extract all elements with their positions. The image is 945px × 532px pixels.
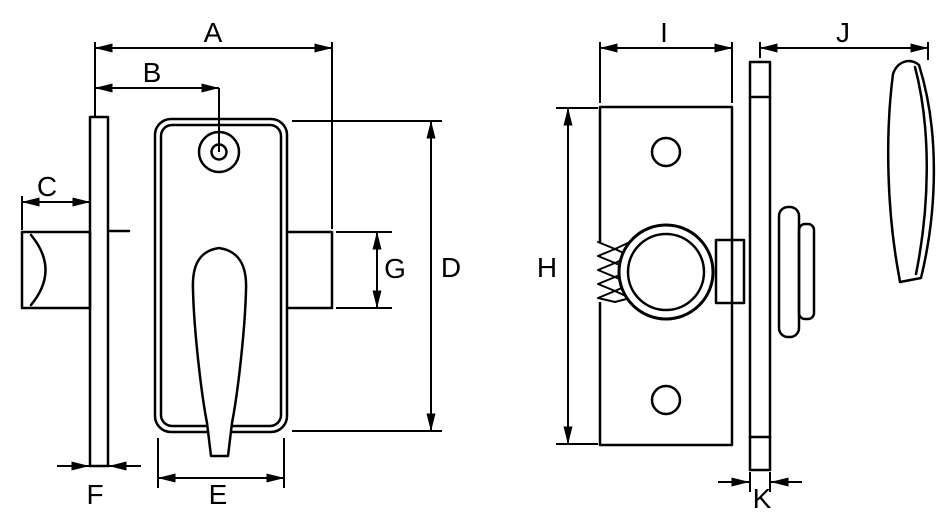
dimension-k (718, 472, 802, 492)
dim-label-k: K (753, 483, 772, 514)
dim-label-f: F (86, 479, 103, 510)
screw-hole-bottom (650, 384, 682, 416)
drawing-geometry (20, 59, 936, 472)
dimension-lines (21, 42, 929, 492)
turn-hub-inner (626, 232, 706, 312)
cylinder-housing (285, 230, 334, 310)
dimension-c (21, 196, 91, 230)
dim-label-a: A (204, 17, 223, 48)
lever-handle (886, 59, 936, 284)
dimension-b (94, 83, 220, 152)
dim-label-b: B (143, 57, 162, 88)
faceplate (88, 115, 110, 468)
dimension-labels: A B C D E F G H I J K (37, 17, 850, 514)
dimension-h (556, 107, 598, 445)
knurl-pattern-left (597, 241, 616, 303)
dim-label-c: C (37, 171, 57, 202)
dimension-a (94, 42, 333, 229)
thumbturn-lever (191, 246, 248, 458)
latch-bolt (20, 230, 92, 310)
door-edge-strip (748, 60, 772, 472)
side-view (20, 115, 334, 468)
screw-hole-top (650, 136, 682, 168)
dimension-d (292, 120, 442, 432)
dimension-g (336, 231, 392, 309)
lever-handle-inner-line (913, 65, 928, 276)
dimension-i (599, 42, 733, 103)
dimension-e (157, 438, 285, 488)
dim-label-e: E (209, 479, 228, 510)
dim-label-g: G (384, 253, 406, 284)
dim-label-h: H (537, 252, 557, 283)
dim-label-d: D (441, 252, 461, 283)
turn-hub-outer (617, 223, 715, 321)
dim-label-j: J (836, 17, 850, 48)
dimension-j (759, 42, 929, 60)
latch-bolt-bevel (29, 233, 47, 307)
front-view (597, 59, 936, 472)
spindle-bushing (797, 222, 816, 321)
dim-label-i: I (660, 17, 668, 48)
spindle-rose (777, 205, 801, 339)
hub-bracket (714, 238, 746, 305)
